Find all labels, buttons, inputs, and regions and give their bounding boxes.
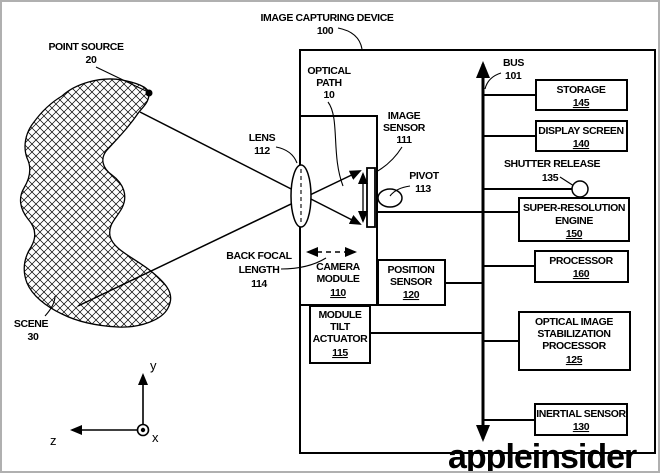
lens-shape [290, 164, 312, 228]
point-source-text: POINT SOURCE [48, 41, 124, 53]
bus-label: BUS 101 [484, 57, 525, 90]
device-title-text: IMAGE CAPTURING DEVICE [261, 12, 394, 24]
position-sensor-box [377, 259, 446, 306]
optical-path-leader-line [327, 101, 344, 187]
camera-module-line2: MODULE [316, 273, 359, 285]
image-sensor-line1: IMAGE [388, 110, 421, 122]
scene-text: SCENE [14, 318, 49, 330]
pivot-leader-line [389, 185, 411, 197]
processor-box [534, 250, 629, 283]
ois-processor-line3: PROCESSOR [542, 340, 606, 352]
storage-box [535, 79, 628, 111]
image-sensor-label: IMAGE SENSOR 111 [375, 110, 426, 173]
bfl-leader-line [280, 257, 327, 270]
lens-ref: 112 [254, 145, 270, 157]
inertial-sensor-ref: 130 [573, 421, 590, 433]
inertial-sensor-box [534, 403, 628, 436]
position-sensor-line2: SENSOR [390, 276, 433, 288]
ois-processor-ref: 125 [566, 354, 583, 366]
shutter-release-text: SHUTTER RELEASE [504, 158, 600, 170]
device-title-leader-line [337, 27, 363, 50]
super-resolution-engine-ref: 150 [566, 228, 583, 240]
super-resolution-engine-box [518, 197, 630, 242]
image-sensor-bar [366, 167, 376, 228]
pivot-shape [377, 188, 403, 208]
camera-module-line1: CAMERA [316, 261, 360, 273]
ois-processor-line1: OPTICAL IMAGE [535, 316, 613, 328]
point-source-dot [145, 89, 153, 97]
device-title-ref: 100 [317, 25, 334, 37]
super-resolution-engine-line1: SUPER-RESOLUTION [523, 202, 625, 214]
shutter-release-button [571, 180, 589, 198]
back-focal-length-label: BACK FOCAL LENGTH 114 [226, 250, 327, 290]
bfl-ref: 114 [251, 278, 267, 290]
shutter-release-ref: 135 [542, 172, 559, 184]
device-title: IMAGE CAPTURING DEVICE 100 [261, 12, 394, 50]
display-screen-line1: DISPLAY SCREEN [538, 125, 623, 137]
scene-leader-line [44, 295, 56, 317]
ray-upper [139, 111, 362, 225]
processor-ref: 160 [573, 268, 590, 280]
y-axis-label: y [150, 358, 157, 373]
display-screen-box [535, 120, 628, 152]
scene-blob [19, 78, 172, 328]
shutter-release-leader-line [559, 176, 575, 187]
module-tilt-actuator-ref: 115 [332, 347, 348, 359]
point-source-leader-line [95, 66, 147, 92]
shutter-release: SHUTTER RELEASE 135 [504, 158, 601, 198]
pivot-label: PIVOT 113 [389, 170, 440, 197]
camera-module-ref: 110 [330, 287, 346, 299]
image-sensor-leader-line [375, 146, 403, 173]
position-sensor-ref: 120 [403, 289, 420, 301]
module-tilt-actuator-box [309, 305, 371, 364]
optical-path-label: OPTICAL PATH 10 [307, 65, 352, 187]
optical-path-line2: PATH [316, 77, 341, 89]
appleinsider-watermark: appleinsider [448, 438, 637, 471]
lens-leader-line [275, 146, 298, 164]
module-tilt-actuator-line3: ACTUATOR [313, 333, 369, 345]
point-source-label: POINT SOURCE 20 [48, 41, 153, 97]
pivot-text: PIVOT [409, 170, 439, 182]
storage-ref: 145 [573, 97, 590, 109]
position-sensor-line1: POSITION [388, 264, 435, 276]
optical-path-line1: OPTICAL [307, 65, 351, 77]
image-sensor-ref: 111 [396, 134, 412, 146]
super-resolution-engine-line2: ENGINE [555, 215, 593, 227]
storage-line1: STORAGE [557, 84, 606, 96]
x-axis-label: x [152, 430, 159, 445]
optical-path-ref: 10 [324, 89, 335, 101]
image-sensor-line2: SENSOR [383, 122, 426, 134]
ois-processor-line2: STABILIZATION [537, 328, 610, 340]
inertial-sensor-line1: INERTIAL SENSOR [536, 408, 626, 420]
bfl-line2: LENGTH [239, 264, 280, 276]
bus-ref: 101 [505, 70, 522, 82]
module-tilt-actuator-line1: MODULE [318, 309, 361, 321]
module-tilt-actuator-line2: TILT [330, 321, 351, 333]
z-axis-label: z [50, 433, 57, 448]
coordinate-axes: y z x [50, 358, 159, 448]
scene-ref: 30 [28, 331, 39, 343]
scene-label: SCENE 30 [14, 295, 56, 343]
display-screen-ref: 140 [573, 138, 590, 150]
processor-line1: PROCESSOR [549, 255, 613, 267]
x-axis-origin-dot [140, 427, 146, 433]
ois-processor-box [518, 311, 631, 371]
lens-text: LENS [249, 132, 276, 144]
bfl-line1: BACK FOCAL [226, 250, 292, 262]
lens-label: LENS 112 [249, 132, 298, 164]
bus-leader-line [484, 72, 502, 90]
point-source-ref: 20 [86, 54, 97, 66]
pivot-ref: 113 [415, 183, 431, 195]
bus-text: BUS [503, 57, 524, 69]
ray-lower [77, 170, 362, 307]
